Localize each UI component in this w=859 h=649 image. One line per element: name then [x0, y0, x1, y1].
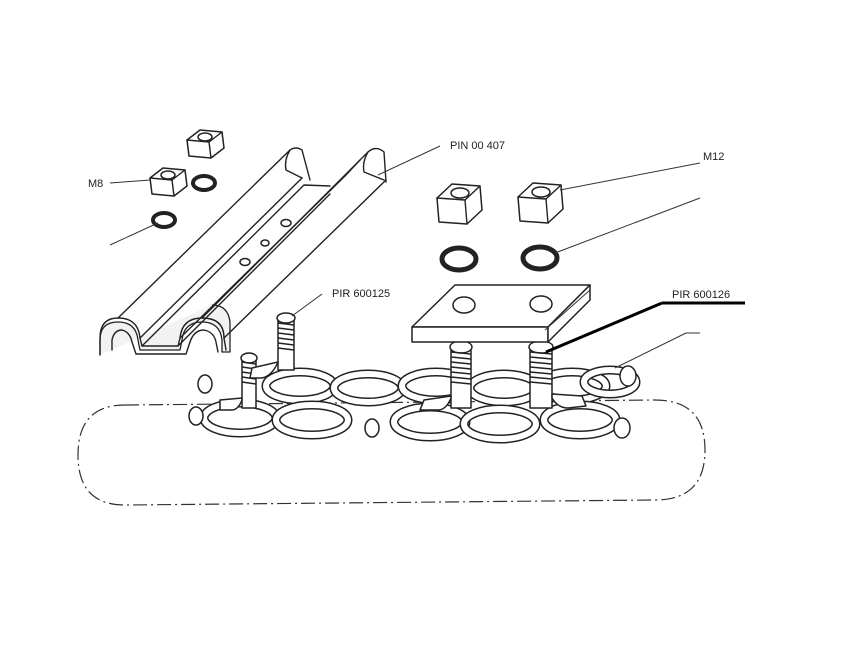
m12-washer-left: [439, 245, 479, 273]
leader-pin-00-407: [377, 145, 441, 176]
chain-link-end: [613, 417, 631, 439]
chain-link: [581, 367, 639, 397]
leader-lines: [109, 145, 745, 369]
m8-washer-lower: [151, 211, 177, 229]
leader-m8-washer: [109, 222, 159, 246]
leader-m12-washer: [554, 197, 701, 254]
m12-washer-right: [520, 244, 560, 272]
label-pir-600126: PIR 600126: [672, 289, 730, 301]
leader-plate: [544, 289, 591, 331]
m8-nut-upper: [186, 129, 225, 159]
label-pir-600125: PIR 600125: [332, 288, 390, 300]
clamp-plate: [411, 284, 591, 343]
bolt-pir-600125: [249, 312, 296, 379]
chain-link: [461, 406, 539, 442]
label-m12: M12: [703, 151, 724, 163]
m8-nut-lower: [149, 167, 188, 197]
profile-strip: [99, 147, 387, 356]
label-pin-00-407: PIN 00 407: [450, 140, 505, 152]
bolt-center: [419, 340, 473, 411]
bolt-left: [219, 352, 258, 411]
chain-link-end: [619, 365, 637, 387]
chain-link-end: [197, 374, 213, 394]
label-m8: M8: [88, 178, 103, 190]
leader-pir-600126: [545, 301, 663, 354]
m8-washer-upper: [191, 174, 217, 192]
leader-chain: [614, 332, 687, 369]
chain-link: [273, 402, 351, 438]
m12-nut-right: [517, 182, 564, 224]
chain-link-end: [188, 406, 204, 426]
belt-outline: [77, 399, 706, 506]
chain-link-end: [364, 418, 380, 438]
leader-m8: [109, 179, 151, 184]
leader-m12: [559, 162, 701, 191]
leader-pir-600125: [291, 293, 323, 317]
m12-nut-left: [436, 183, 483, 225]
